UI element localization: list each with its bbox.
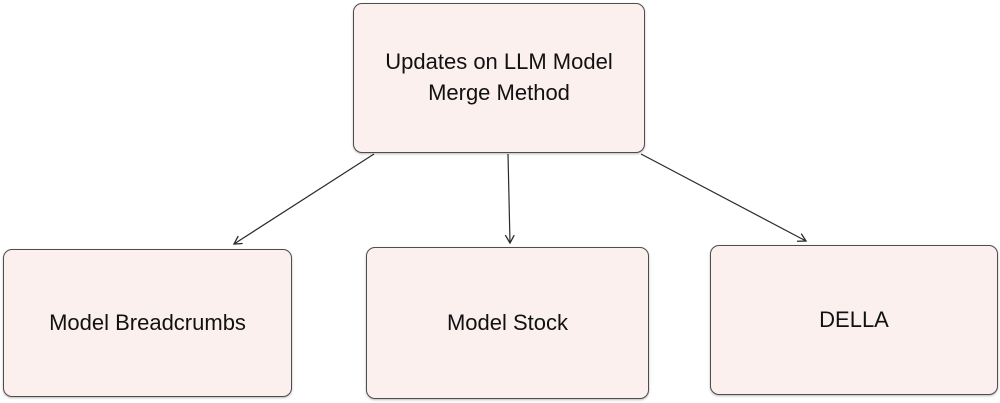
node-label: Updates on LLM Model Merge Method	[385, 49, 613, 105]
node-label: Model Stock	[446, 309, 569, 335]
node-label: Model Breadcrumbs	[49, 309, 246, 335]
node-updates-on-llm-model-merge-method: Updates on LLM Model Merge Method	[353, 3, 645, 153]
node-label: DELLA	[819, 306, 889, 332]
edge-root-to-stock-line	[508, 153, 510, 243]
edge-root-to-della-line	[640, 153, 806, 241]
node-model-stock: Model Stock	[366, 247, 649, 399]
node-della: DELLA	[710, 245, 998, 395]
edge-root-to-breadcrumbs-line	[234, 153, 375, 244]
node-model-breadcrumbs: Model Breadcrumbs	[3, 249, 292, 397]
